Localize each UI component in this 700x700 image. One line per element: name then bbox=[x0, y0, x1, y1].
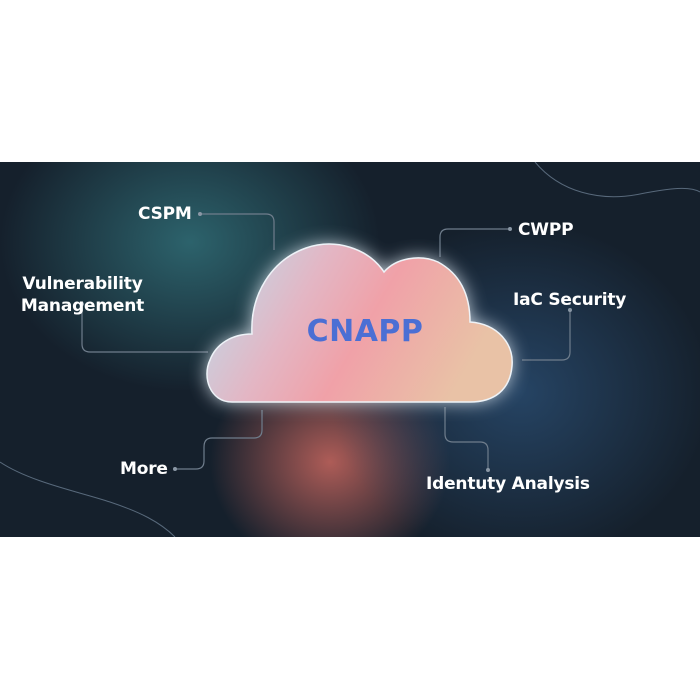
connector-dot bbox=[80, 302, 84, 306]
node-label-vulnerability-line2: Management bbox=[20, 296, 145, 316]
connector-dots bbox=[80, 212, 572, 472]
connector-cspm bbox=[200, 213, 275, 250]
connector-more bbox=[175, 410, 263, 470]
connector-iac bbox=[522, 310, 571, 361]
node-label-cwpp: CWPP bbox=[518, 220, 574, 240]
connector-dot bbox=[508, 227, 512, 231]
connector-cwpp bbox=[439, 228, 510, 257]
connector-dot bbox=[486, 468, 490, 472]
node-label-identity-analysis: Identuty Analysis bbox=[426, 474, 590, 494]
cnapp-cloud bbox=[206, 243, 513, 403]
connectors bbox=[81, 213, 571, 470]
connector-identity bbox=[444, 407, 489, 470]
decorative-curve-bottom-left bbox=[0, 461, 176, 537]
node-label-cspm: CSPM bbox=[138, 204, 192, 224]
connector-dot bbox=[568, 308, 572, 312]
connector-dot bbox=[198, 212, 202, 216]
node-label-vulnerability-line1: Vulnerability bbox=[22, 274, 143, 294]
diagram-background bbox=[0, 162, 700, 537]
node-label-iac-security: IaC Security bbox=[513, 290, 627, 310]
connector-vulnerability bbox=[81, 304, 208, 353]
node-label-more: More bbox=[120, 459, 168, 479]
node-label-vulnerability-management: Vulnerability Management bbox=[20, 273, 145, 317]
diagram-canvas: CNAPP CSPM Vulnerability Management More… bbox=[0, 162, 700, 537]
connector-dot bbox=[173, 467, 177, 471]
decorative-curve-top-right bbox=[534, 162, 700, 198]
cnapp-title: CNAPP bbox=[306, 314, 424, 349]
